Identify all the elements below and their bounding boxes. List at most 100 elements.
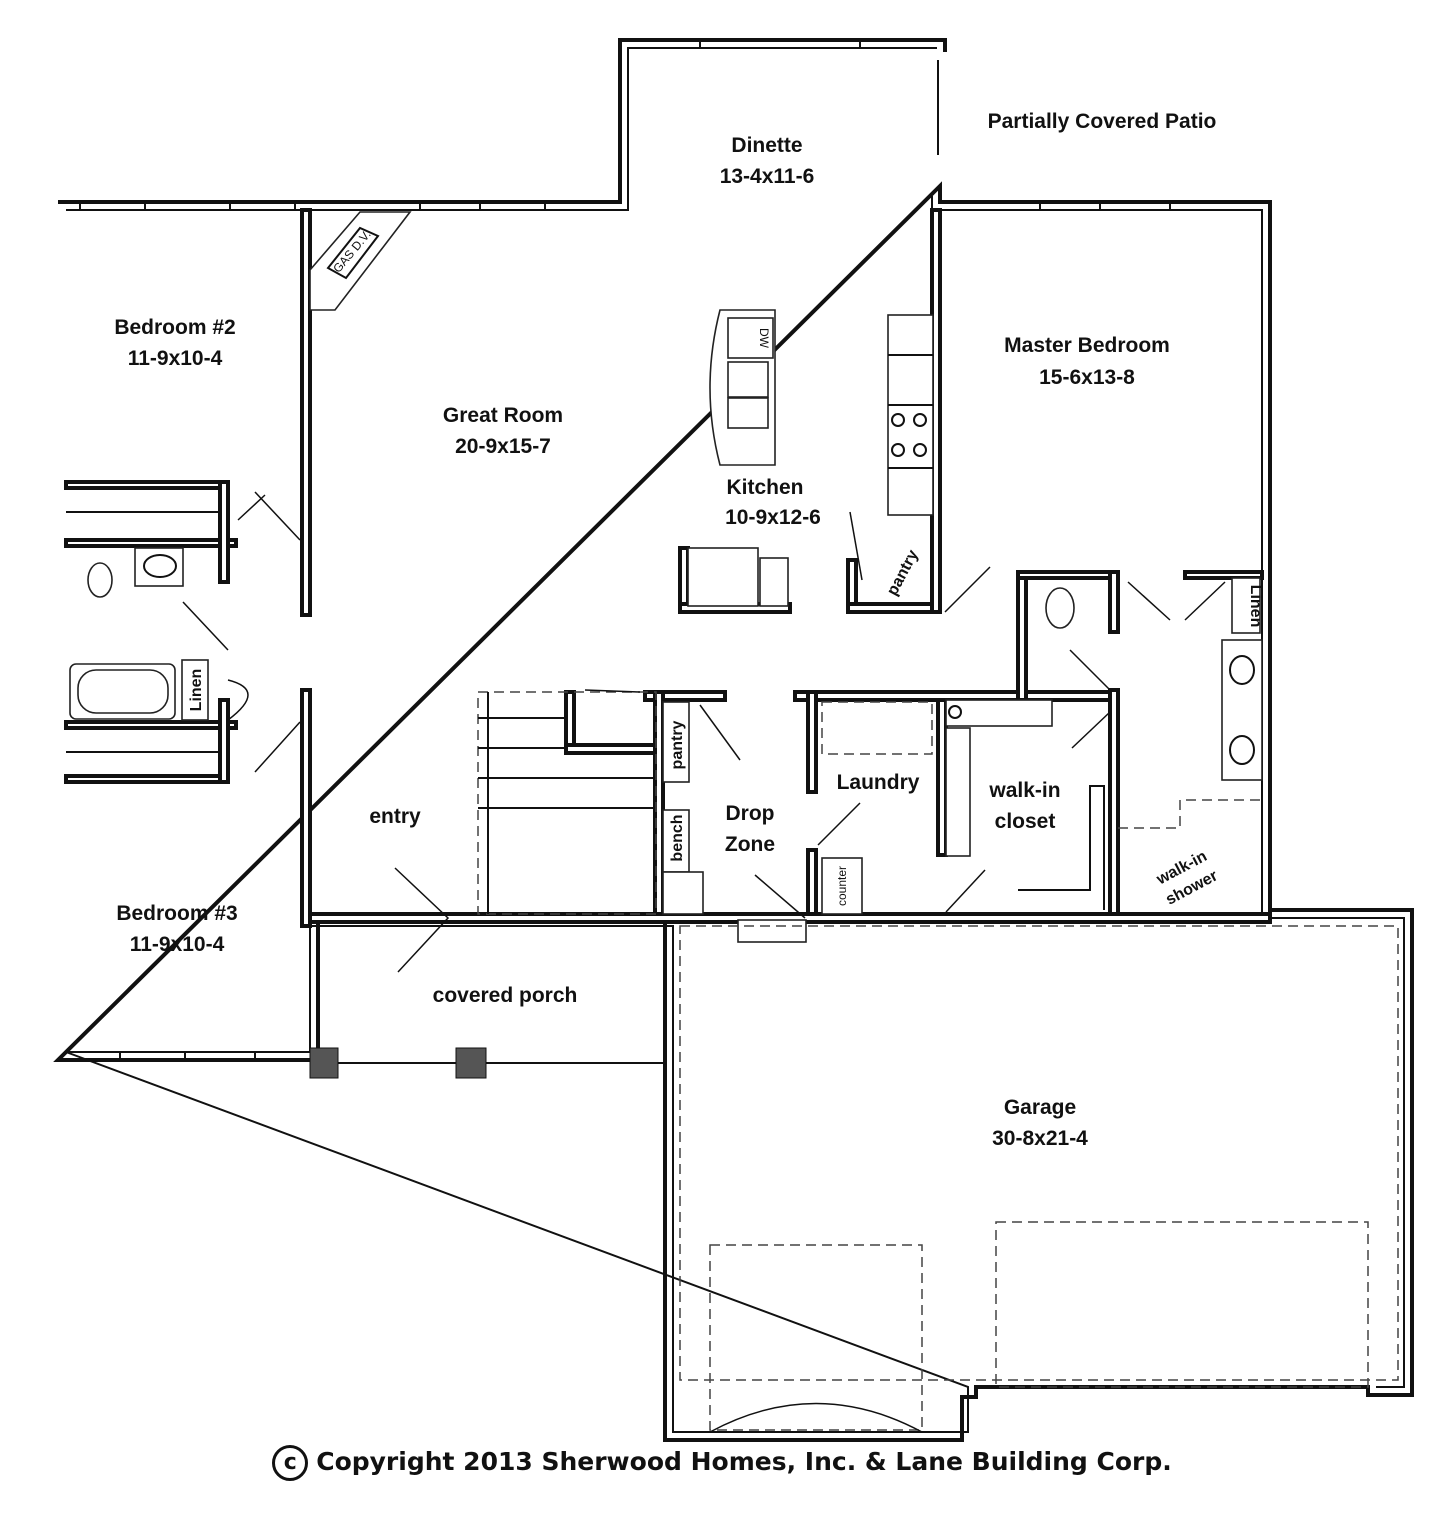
- shower-outline: [1118, 799, 1262, 829]
- windows: [79, 40, 1171, 1060]
- door-wc: [1127, 581, 1171, 621]
- dinette-label: Dinette: [731, 134, 802, 157]
- master-bedroom-size: 15-6x13-8: [1039, 366, 1135, 389]
- door-stair: [584, 689, 641, 693]
- door-garage: [754, 874, 806, 919]
- bedroom3-east-wall: [300, 688, 312, 928]
- dropzone-pantry: [662, 701, 690, 783]
- closet-shelf-top: [945, 699, 1053, 727]
- closet-shelf: [1018, 785, 1105, 910]
- linen-closet-master: [1231, 577, 1261, 634]
- room-labels: Dinette 13-4x11-6 Partially Covered Pati…: [114, 110, 1216, 1150]
- porch-column: [455, 1047, 487, 1079]
- fixtures: [66, 211, 1399, 1433]
- drop-zone-label-1: Drop: [726, 802, 775, 825]
- copyright-text: Copyright 2013 Sherwood Homes, Inc. & La…: [316, 1447, 1172, 1476]
- walkin-closet-label-1: walk-in: [988, 779, 1060, 802]
- bath-bottom-wall: [64, 720, 238, 730]
- bedroom2-label: Bedroom #2: [114, 316, 235, 339]
- door-closet-lower: [945, 869, 986, 913]
- master-bath-west-wall: [1016, 570, 1028, 702]
- bed3-closet-bottom: [64, 774, 228, 784]
- closet-east-wall: [1108, 688, 1120, 920]
- door-pantry: [849, 511, 863, 581]
- dropzone-top-wall: [643, 690, 727, 702]
- stairs-outline: [477, 691, 657, 915]
- door-bath: [182, 601, 229, 651]
- bath-east-wall-upper: [218, 480, 230, 584]
- drop-zone-label-2: Zone: [725, 833, 775, 856]
- bath-top-wall: [64, 538, 238, 548]
- counter-label: counter: [835, 866, 849, 906]
- linen-top-wall: [1183, 570, 1264, 580]
- door-bed3: [254, 721, 301, 773]
- laundry-west-wall-lower: [806, 848, 818, 920]
- door-dropzone-pantry: [699, 704, 741, 761]
- master-vanity: [1221, 639, 1263, 781]
- main-exterior-outline: [53, 38, 1414, 1442]
- stove-burner-icon: [891, 413, 905, 427]
- walkin-closet-label-2: closet: [995, 810, 1056, 833]
- door-swing: [237, 494, 266, 521]
- garage-label: Garage: [1004, 1096, 1076, 1119]
- covered-porch-label: covered porch: [433, 984, 578, 1007]
- garage-size: 30-8x21-4: [992, 1127, 1088, 1150]
- porch-column: [309, 1047, 339, 1079]
- bedroom2-size: 11-9x10-4: [128, 347, 223, 370]
- exterior-walls: [53, 38, 1414, 1442]
- toilet-icon: [87, 562, 113, 598]
- laundry-west-wall-upper: [806, 690, 818, 794]
- laundry-counter: [821, 857, 863, 915]
- patio-label: Partially Covered Patio: [988, 110, 1217, 133]
- fridge: [759, 557, 789, 607]
- door-master-bath: [1069, 649, 1111, 691]
- parking-stall: [995, 1221, 1369, 1388]
- laundry-label: Laundry: [837, 771, 920, 794]
- door-linen: [227, 679, 249, 721]
- bedroom3-label: Bedroom #3: [116, 902, 237, 925]
- kitchen-label: Kitchen: [726, 476, 803, 499]
- master-bath-top-wall: [1016, 570, 1120, 580]
- bench-label: bench: [669, 814, 686, 861]
- parking-stall: [709, 1244, 923, 1431]
- laundry-top-wall: [793, 690, 1117, 702]
- entry-label: entry: [369, 805, 421, 828]
- linen-closet-hall: [181, 659, 209, 721]
- wc-east-wall: [1108, 570, 1120, 634]
- master-linen-label: Linen: [1247, 585, 1264, 628]
- garage-outline: [679, 925, 1399, 1381]
- doors: [182, 491, 1226, 973]
- dishwasher-label: DW: [757, 328, 771, 349]
- sink-icon: [143, 554, 177, 578]
- door-bed2: [254, 491, 301, 541]
- dropzone-cubby: [662, 871, 704, 915]
- bath-east-wall-lower: [218, 698, 230, 784]
- pantry-south-wall: [846, 602, 942, 614]
- dropzone-pantry-label: pantry: [669, 720, 686, 769]
- dinette-size: 13-4x11-6: [720, 165, 815, 188]
- bedroom3-size: 11-9x10-4: [130, 933, 225, 956]
- sink-left: [727, 361, 769, 398]
- sink-right: [727, 397, 769, 429]
- door-closet: [1071, 711, 1111, 749]
- front-door: [394, 867, 450, 973]
- washer-dryer: [821, 701, 933, 755]
- copyright-icon: c: [272, 1445, 309, 1481]
- door-master: [944, 566, 991, 613]
- kitchen-size: 10-9x12-6: [725, 506, 821, 529]
- great-room-size: 20-9x15-7: [455, 435, 551, 458]
- fireplace-box: [326, 226, 380, 280]
- hall-linen-label: Linen: [188, 669, 205, 712]
- dishwasher: [727, 317, 774, 359]
- toilet-icon: [1045, 587, 1075, 629]
- great-room-label: Great Room: [443, 404, 563, 427]
- master-bedroom-label: Master Bedroom: [1004, 334, 1170, 357]
- sink-icon: [1229, 735, 1255, 765]
- garage-door-swing: [709, 1402, 923, 1433]
- water-heater-icon: [948, 705, 962, 719]
- bedroom2-east-wall: [300, 208, 312, 617]
- bathtub-basin: [77, 669, 169, 714]
- kitchen-island-wall: [678, 546, 690, 612]
